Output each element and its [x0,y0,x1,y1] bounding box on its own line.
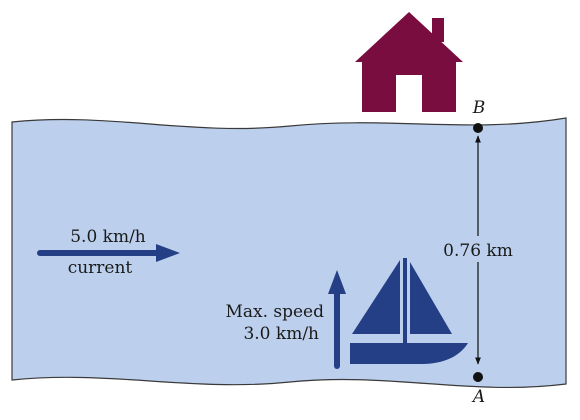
sailboat-icon [350,258,468,364]
house-icon [355,12,463,113]
boat-velocity-arrow [328,270,346,369]
current-arrow [37,244,180,262]
point-b-label: B [472,98,486,118]
boat-speed-label-line2: 3.0 km/h [243,324,319,344]
current-label: current [68,258,133,278]
point-a [473,372,483,382]
distance-label: 0.76 km [443,241,513,261]
current-speed-label: 5.0 km/h [70,227,146,247]
point-a-label: A [471,387,485,407]
distance-label-bg [440,236,516,262]
boat-speed-label-line1: Max. speed [225,302,324,322]
point-b [473,123,483,133]
